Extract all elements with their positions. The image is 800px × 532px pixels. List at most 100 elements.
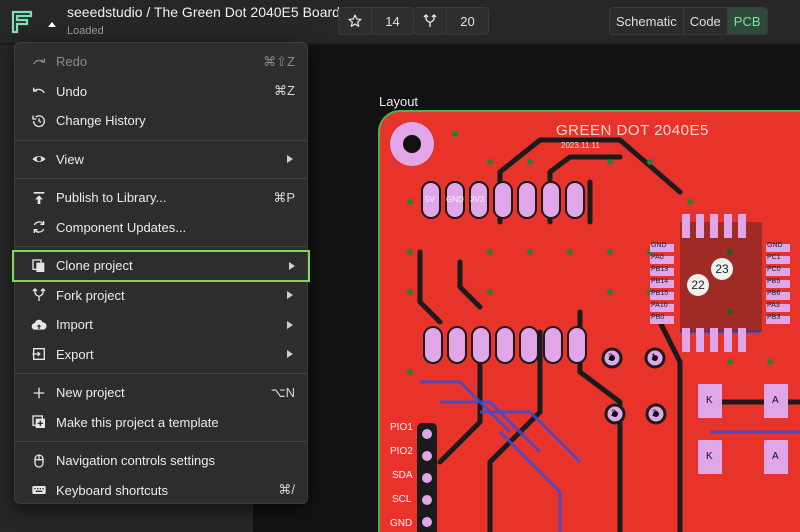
comment-marker-22[interactable]: 22 [687,274,709,296]
tab-schematic[interactable]: Schematic [610,8,683,34]
menu-item-undo[interactable]: Undo ⌘Z [15,77,307,107]
layout-label: Layout [379,94,419,109]
top-bar: seeedstudio / The Green Dot 2040E5 Board… [0,0,800,44]
pin-label-gnd: GND [390,518,413,529]
diode-label-a2: A [772,451,779,462]
project-title[interactable]: seeedstudio / The Green Dot 2040E5 Board [67,4,340,20]
redo-icon [31,54,47,70]
menu-shortcut: ⌘⇧Z [263,53,295,69]
menu-item-change-history[interactable]: Change History [15,106,307,136]
menu-label: Component Updates... [56,219,187,235]
menu-shortcut: ⌘Z [274,83,295,99]
menu-label: Navigation controls settings [56,453,215,469]
history-icon [31,113,47,129]
save-status: Loaded [67,25,104,37]
diode-label-k2: K [706,451,713,462]
menu-item-component-updates[interactable]: Component Updates... [15,213,307,243]
pad-label-3: 2 [652,408,658,418]
menu-divider [15,246,307,247]
publish-icon [31,190,47,206]
star-count: 14 [371,8,413,34]
menu-label: Export [56,346,94,362]
chip-pin-left-5: PA10 [651,302,668,309]
menu-label: Publish to Library... [56,190,167,206]
menu-item-publish[interactable]: Publish to Library... ⌘P [15,183,307,213]
pcb-board[interactable]: GREEN DOT 2040E5 2023.11.11 1 PIO1 PIO2 … [378,110,800,532]
tab-code[interactable]: Code [682,8,727,34]
view-switcher: Schematic Code PCB [609,7,768,35]
mouse-icon [31,453,47,469]
pin-label-scl: SCL [392,494,412,505]
menu-shortcut: ⌥N [270,384,295,400]
flux-logo-icon [11,10,33,34]
fork-icon [31,287,47,303]
menu-divider [15,373,307,374]
menu-item-keyboard-shortcuts[interactable]: Keyboard shortcuts ⌘/ [15,476,307,506]
chip-pin-right-0: GND [767,242,783,249]
star-icon [339,8,371,34]
menu-label: Undo [56,83,88,99]
menu-label: Change History [56,113,146,129]
diode-label-k1: K [706,395,713,406]
chevron-right-icon [289,261,295,270]
chevron-right-icon [287,291,293,300]
fork-button[interactable]: 20 [413,7,489,35]
menu-item-export[interactable]: Export [15,340,307,370]
star-button[interactable]: 14 [338,7,414,35]
menu-label: View [56,151,84,167]
menu-divider [15,441,307,442]
board-date: 2023.11.11 [561,141,600,150]
pad-label-0: 2 [608,352,614,362]
chip-pin-left-1: PA0 [651,254,664,261]
chevron-right-icon [287,320,293,329]
menu-label: Keyboard shortcuts [56,482,169,498]
chip-pin-right-6: PB3 [767,314,781,321]
clone-icon [31,258,47,274]
menu-item-make-template[interactable]: Make this project a template [15,408,307,438]
comment-marker-23[interactable]: 23 [711,258,733,280]
chip-pin-right-5: PA3 [767,302,780,309]
tab-pcb[interactable]: PCB [726,8,767,34]
menu-item-redo[interactable]: Redo ⌘⇧Z [15,47,307,77]
menu-item-import[interactable]: Import [15,310,307,340]
plus-icon [31,385,47,401]
menu-divider [15,139,307,141]
template-icon [31,414,47,430]
chevron-right-icon [287,155,293,164]
menu-item-clone-project[interactable]: Clone project [12,250,310,282]
menu-item-view[interactable]: View [15,145,307,175]
pin-label-sda: SDA [392,470,413,481]
eye-icon [31,151,47,167]
undo-icon [31,83,47,99]
chip-pin-right-4: PB6 [767,290,781,297]
pcb-artwork [390,122,800,532]
menu-label: Make this project a template [56,414,219,430]
chevron-right-icon [287,350,293,359]
pin-label-3v3: 3V3 [470,195,485,204]
chip-pin-left-2: PB13 [651,266,669,273]
diode-label-a1: A [772,395,779,406]
pin-label-pio2: PIO2 [390,446,413,457]
menu-item-fork-project[interactable]: Fork project [15,281,307,311]
menu-item-new-project[interactable]: New project ⌥N [15,378,307,408]
chevron-up-icon [48,22,56,27]
menu-shortcut: ⌘P [273,189,295,205]
pad-label-2: 2 [611,408,617,418]
keyboard-icon [31,482,47,498]
menu-label: New project [56,385,125,401]
pin-label-5v: 5V [425,195,435,204]
pin-label-pio1: PIO1 [390,422,413,433]
fork-count: 20 [446,8,488,34]
board-title: GREEN DOT 2040E5 [556,122,709,139]
chip-pin-left-3: PB14 [651,278,669,285]
chip-pin-right-2: PC0 [767,266,781,273]
chip-pin-right-1: PC1 [767,254,781,261]
app-menu-button[interactable] [8,6,56,38]
menu-item-navigation-settings[interactable]: Navigation controls settings [15,446,307,476]
chip-pin-left-6: PB0 [651,314,665,321]
refresh-icon [31,219,47,235]
pad-label-1: 1 [651,352,657,362]
export-icon [31,346,47,362]
chip-pin-left-0: GND [651,242,667,249]
menu-label: Clone project [56,258,133,274]
